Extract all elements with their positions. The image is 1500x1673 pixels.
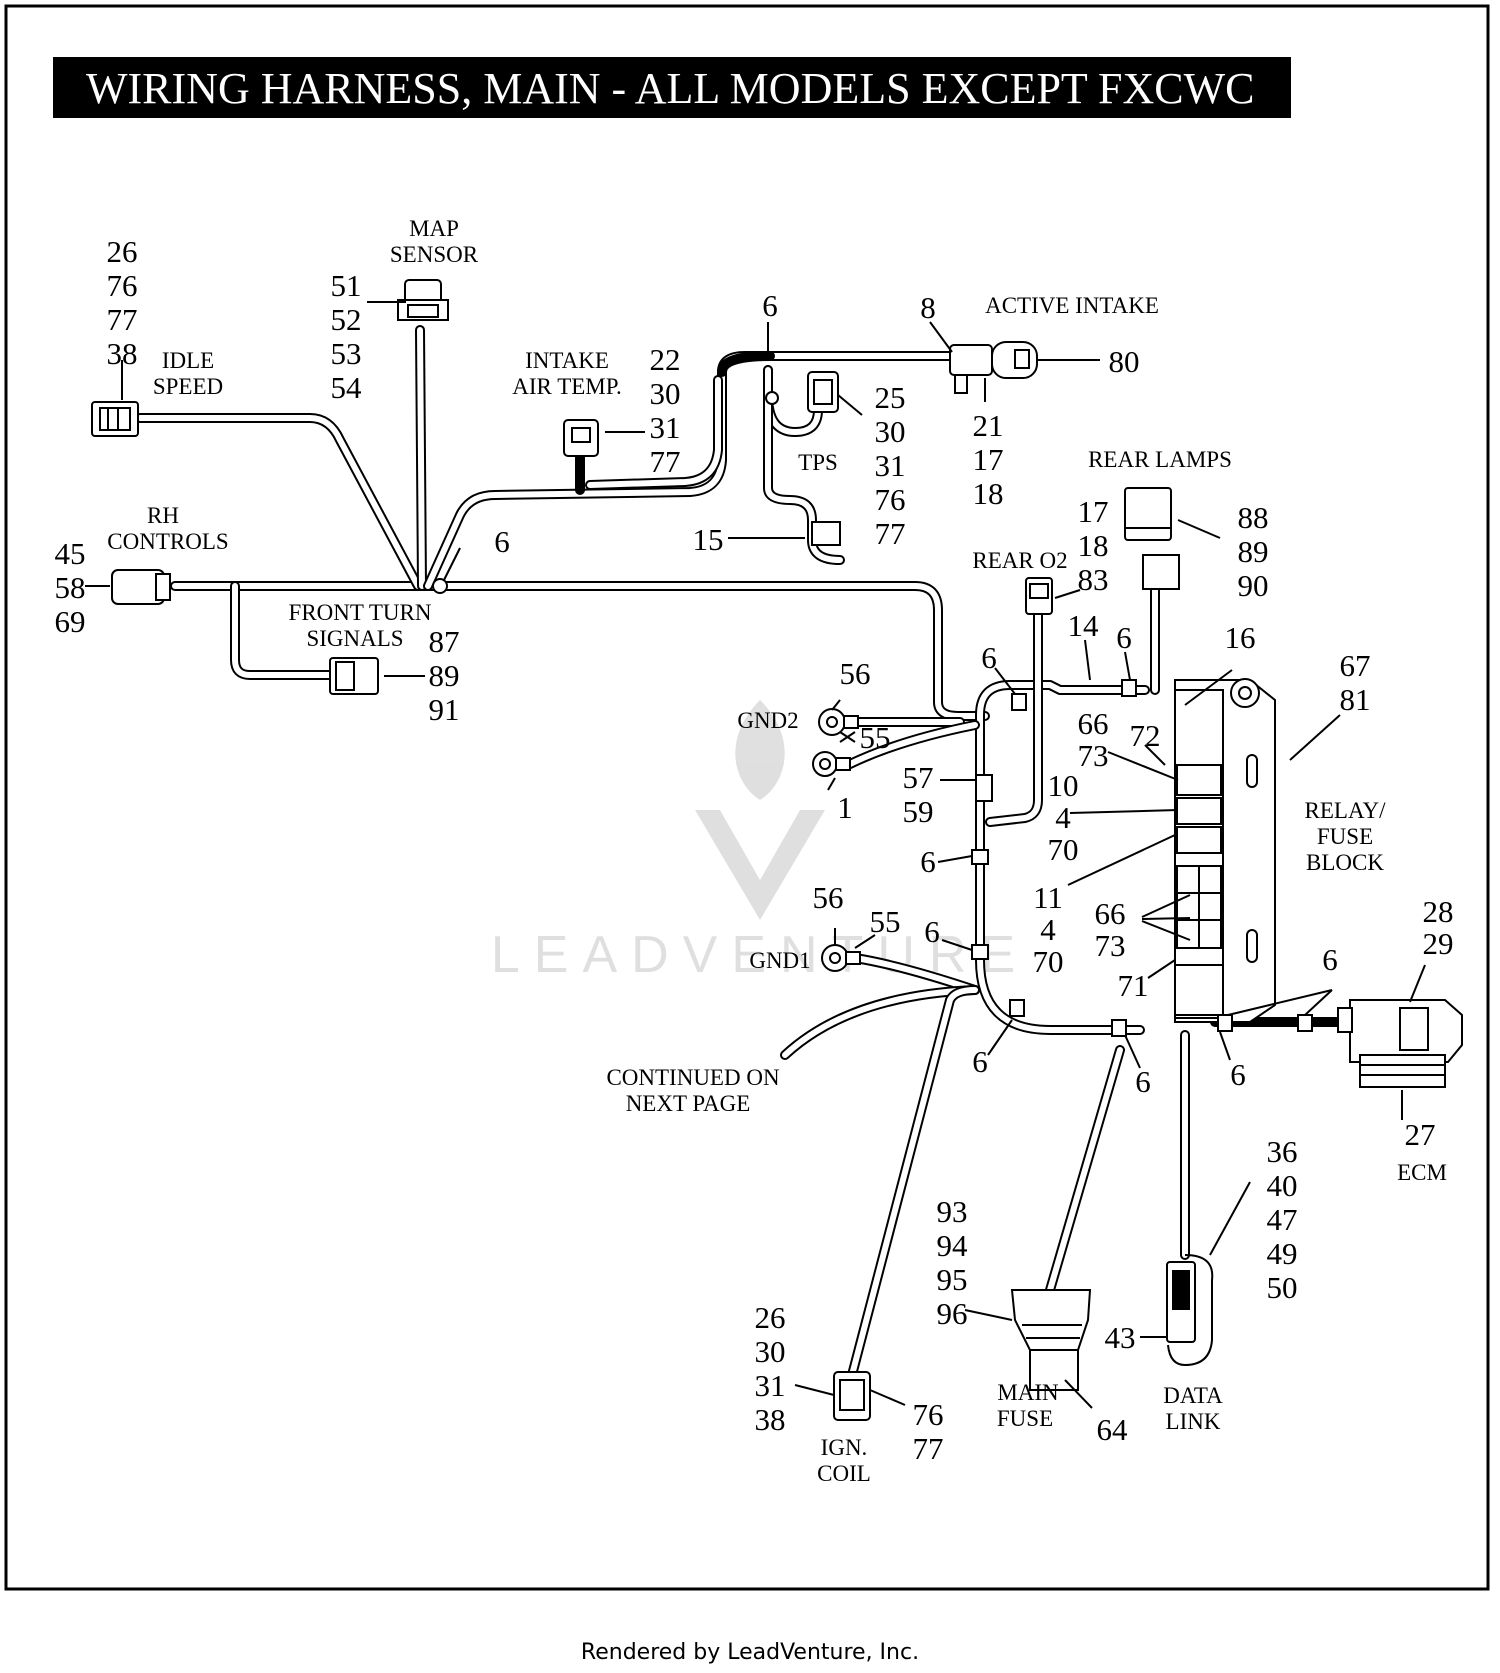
- watermark: LEADVENTURE: [491, 700, 1015, 984]
- wires: [135, 325, 1355, 1380]
- callout-clip-top-right: 6: [1116, 620, 1132, 655]
- rear-lamps-label: REAR LAMPS: [1088, 447, 1232, 472]
- footer-credit: Rendered by LeadVenture, Inc.: [580, 1640, 920, 1665]
- watermark-flame-icon: [735, 700, 785, 800]
- callout-clip-mid-2: 6: [924, 914, 940, 949]
- callout-tps-clip: 6: [762, 288, 778, 323]
- callout-harness-14: 14: [1068, 608, 1100, 643]
- callout-clip-bottom-right: 6: [1230, 1057, 1246, 1092]
- callout-main-fuse-64: 64: [1097, 1412, 1129, 1447]
- callout-ecm-clip: 6: [1322, 942, 1338, 977]
- callout-active-intake-left: 8: [920, 290, 936, 325]
- callout-data-link-43: 43: [1105, 1320, 1136, 1355]
- watermark-v-icon: [695, 810, 825, 920]
- diagram-frame: [4, 4, 1490, 1591]
- callout-gnd1-55: 55: [870, 904, 901, 939]
- relay-fuse-block: [1174, 678, 1276, 1023]
- callout-gnd2-56: 56: [840, 656, 871, 691]
- active-intake-label: ACTIVE INTAKE: [985, 293, 1159, 318]
- ecm-label: ECM: [1397, 1160, 1447, 1185]
- title-bar: [53, 57, 1291, 118]
- active-intake-connector: [949, 341, 1038, 394]
- idle-speed-connector: [91, 401, 139, 437]
- gnd1-label: GND1: [749, 948, 810, 973]
- gnd2-terminals: [812, 708, 859, 777]
- callout-gnd1-56: 56: [813, 880, 844, 915]
- page-title: WIRING HARNESS, MAIN - ALL MODELS EXCEPT…: [86, 64, 1254, 113]
- tps-connector: [807, 371, 839, 413]
- callout-item-72: 72: [1130, 718, 1161, 753]
- rear-o2-connector: [1025, 577, 1053, 615]
- gnd2-label: GND2: [737, 708, 798, 733]
- ecm-module: [1337, 999, 1463, 1088]
- callout-clip-mid-1: 6: [920, 844, 936, 879]
- ign-coil-connector: [833, 1371, 871, 1421]
- rh-controls-connector: [111, 569, 171, 605]
- tps-label: TPS: [798, 450, 838, 475]
- callout-clip-bottom-left: 6: [972, 1044, 988, 1079]
- callout-ecm: 27: [1405, 1117, 1436, 1152]
- callout-item-71: 71: [1118, 968, 1149, 1003]
- ign-coil-label: IGN.COIL: [817, 1435, 871, 1486]
- rear-o2-label: REAR O2: [972, 548, 1067, 573]
- data-link-connector: [1166, 1254, 1214, 1367]
- callout-junction-clip: 6: [494, 524, 510, 559]
- intake-air-temp-connector: [563, 419, 599, 457]
- leader-lines: [85, 301, 1426, 1409]
- main-fuse-holder: [1010, 1289, 1092, 1391]
- harness-clips: [432, 391, 1313, 1037]
- callout-clip-bottom-mid: 6: [1135, 1064, 1151, 1099]
- item-57-clip: [975, 774, 993, 802]
- callout-clip-top-left: 6: [981, 640, 997, 675]
- rear-lamps-connector: [1124, 487, 1180, 590]
- parts: [91, 279, 1463, 1421]
- front-turn-signals-connector: [329, 657, 379, 695]
- callout-item-16: 16: [1225, 620, 1256, 655]
- callout-gnd2-55: 55: [860, 720, 891, 755]
- callout-gnd2-1: 1: [837, 790, 853, 825]
- callout-active-intake-right: 80: [1109, 344, 1140, 379]
- map-sensor-connector: [397, 279, 449, 321]
- callout-tps-lower: 15: [693, 522, 724, 557]
